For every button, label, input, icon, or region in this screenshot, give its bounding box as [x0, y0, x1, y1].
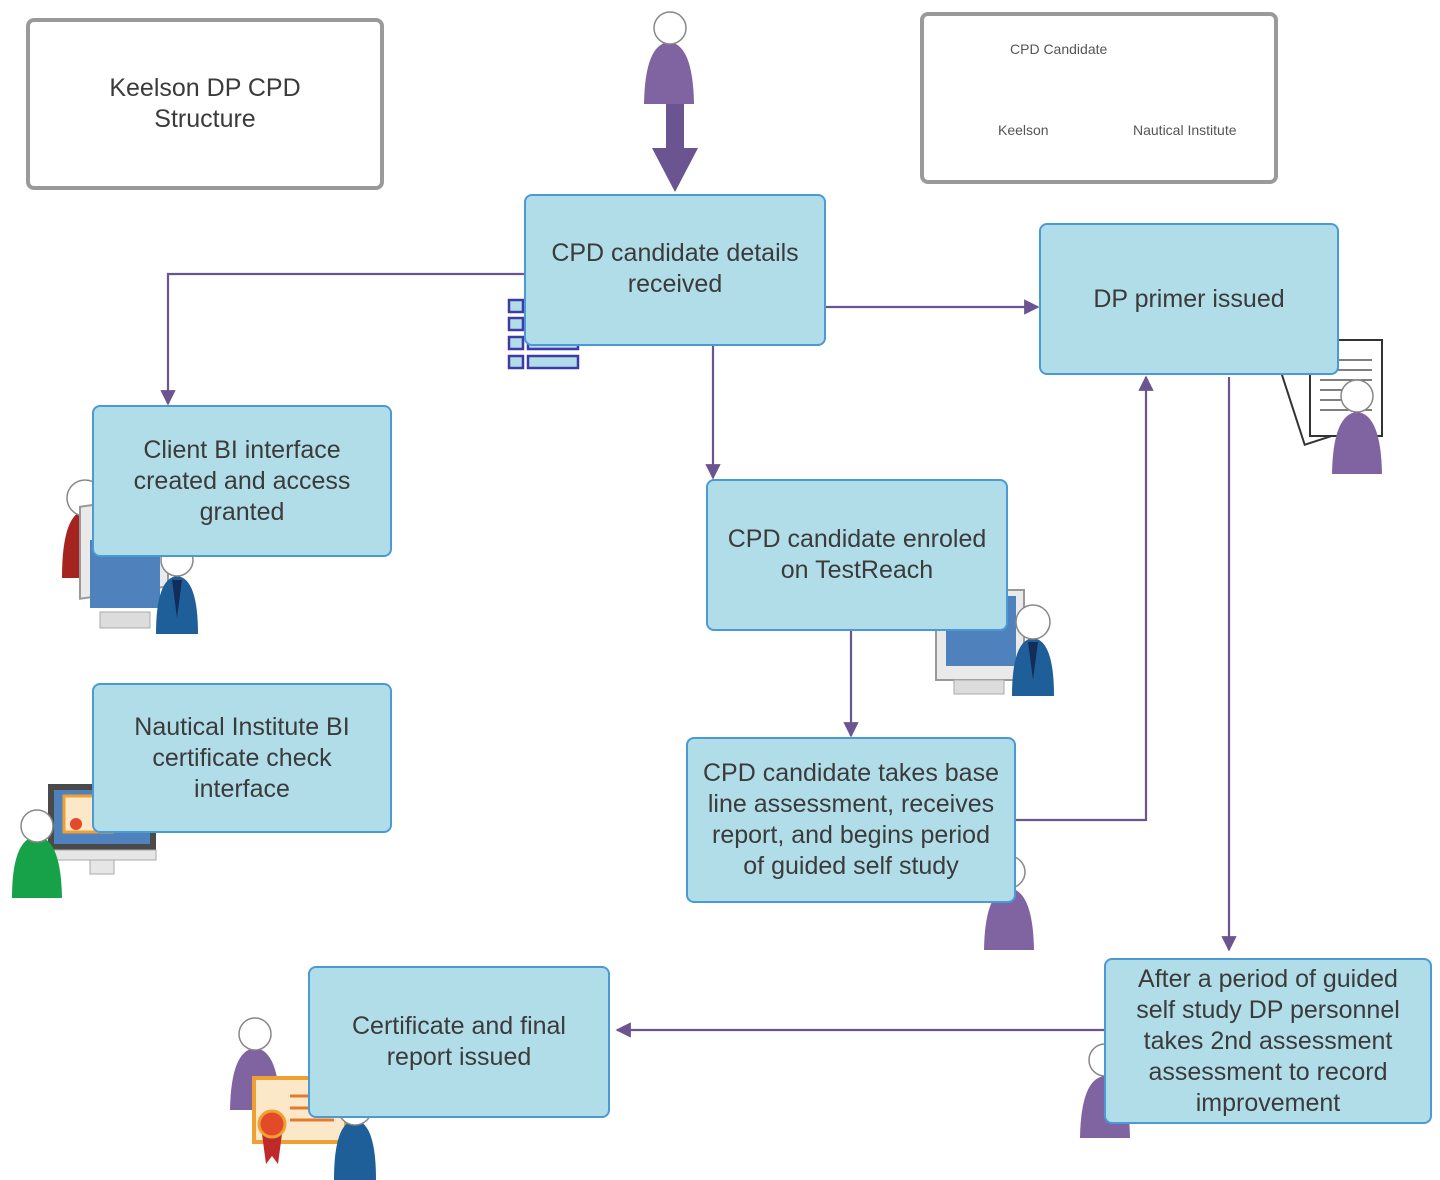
- connectors: [160, 272, 1237, 1038]
- node-ni-bi: Nautical Institute BI certificate check …: [92, 683, 392, 833]
- node-ni-bi-label: Nautical Institute BI certificate check …: [134, 712, 350, 803]
- node-client-bi: Client BI interface created and access g…: [92, 405, 392, 557]
- entry-arrow: [652, 98, 698, 192]
- node-enrolled: CPD candidate enroled on TestReach: [706, 479, 1008, 631]
- node-second-assessment: After a period of guided self study DP p…: [1104, 958, 1432, 1124]
- connector-details-to-client-bi: [160, 272, 525, 406]
- node-certificate-label: Certificate and final report issued: [351, 1012, 566, 1071]
- node-second-assessment-label: After a period of guided self study DP p…: [1136, 964, 1400, 1117]
- person-purple-icon: [1332, 379, 1382, 474]
- node-dp-primer-label: DP primer issued: [1093, 284, 1285, 313]
- node-details-received-label: CPD candidate details received: [551, 239, 799, 298]
- legend-candidate-label: CPD Candidate: [1010, 41, 1108, 57]
- node-baseline: CPD candidate takes base line assessment…: [686, 737, 1016, 903]
- connector-baseline-to-primer: [1015, 375, 1154, 822]
- node-dp-primer: DP primer issued: [1039, 223, 1339, 375]
- node-enrolled-label: CPD candidate enroled on TestReach: [727, 525, 987, 584]
- person-green-icon: [12, 809, 62, 898]
- person-purple-icon: [644, 11, 694, 104]
- diagram-title-text: Keelson DP CPD Structure: [109, 74, 301, 133]
- diagram-title: Keelson DP CPD Structure: [26, 18, 384, 190]
- legend-keelson-label: Keelson: [998, 122, 1049, 138]
- legend: [920, 12, 1278, 184]
- node-client-bi-label: Client BI interface created and access g…: [133, 435, 351, 526]
- node-details-received: CPD candidate details received: [524, 194, 826, 346]
- person-blue-icon: [1012, 604, 1054, 696]
- legend-nautical-institute-label: Nautical Institute: [1133, 122, 1237, 138]
- person-blue-icon: [156, 543, 198, 634]
- node-certificate: Certificate and final report issued: [308, 966, 610, 1118]
- node-baseline-label: CPD candidate takes base line assessment…: [702, 759, 999, 880]
